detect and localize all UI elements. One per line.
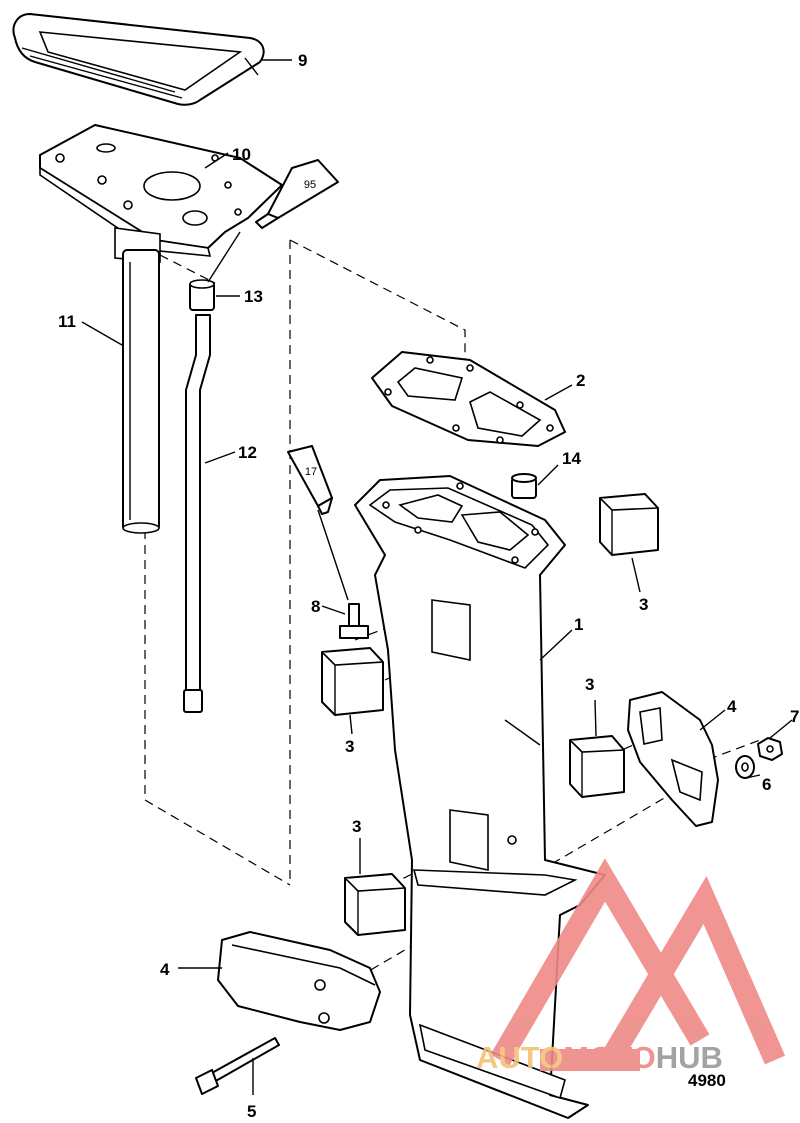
callout-9: 9 [298,51,307,70]
part-8-bolt [339,603,369,639]
svg-text:AUTOMOTOHUB: AUTOMOTOHUB [476,1040,723,1075]
callout-10: 10 [232,145,251,164]
callout-numbers: 9 10 13 11 12 2 14 8 3 1 3 4 7 3 6 3 4 5… [58,51,799,1121]
callout-3-middle-right: 3 [585,675,594,694]
tube-label-95: 95 [304,179,316,191]
callout-4-upper: 4 [727,697,737,716]
part-3-mount-a [599,493,659,556]
part-4-bracket-lower [217,931,381,1031]
callout-14: 14 [562,449,581,468]
part-12-rod [183,314,211,713]
watermark-triangle-mark [490,858,786,1071]
watermark-auto: AUTO [476,1040,563,1075]
part-2-gasket [371,351,566,447]
part-7-nut [757,737,783,761]
sealant-tube-17: 17 [287,445,333,515]
callout-2: 2 [576,371,585,390]
callout-leaders [81,59,793,1095]
callout-12: 12 [238,443,257,462]
callout-11: 11 [58,312,76,331]
part-14-bushing [511,473,537,499]
tube-label-17: 17 [305,466,317,478]
callout-8: 8 [311,597,320,616]
part-3-mount-d [344,873,406,936]
part-5-long-bolt [195,1037,280,1095]
callout-7: 7 [790,707,799,726]
part-4-bracket-upper [627,691,719,827]
callout-3-upper-right: 3 [639,595,648,614]
part-10-mounting-plate [39,124,283,263]
part-3-mount-c [569,735,625,798]
sealant-tube-95: 95 [255,159,339,229]
part-3-mount-b [321,647,384,716]
part-1-driveshaft-housing [354,475,606,1119]
callout-3-middle-left: 3 [345,737,354,756]
part-11-tube [122,249,160,534]
callout-13: 13 [244,287,263,306]
part-6-washer [735,755,755,779]
callout-3-lower: 3 [352,817,361,836]
watermark-moto: MOTO [563,1040,655,1075]
callout-1: 1 [574,615,583,634]
part-13-sleeve [189,279,215,311]
callout-6: 6 [762,775,771,794]
watermark-hub: HUB [656,1040,723,1075]
callout-4-lower: 4 [160,960,170,979]
callout-5: 5 [247,1102,256,1121]
diagram-number: 4980 [688,1071,726,1090]
part-9-seal [12,13,265,106]
watermark-logo: AUTOMOTOHUB [476,858,786,1075]
